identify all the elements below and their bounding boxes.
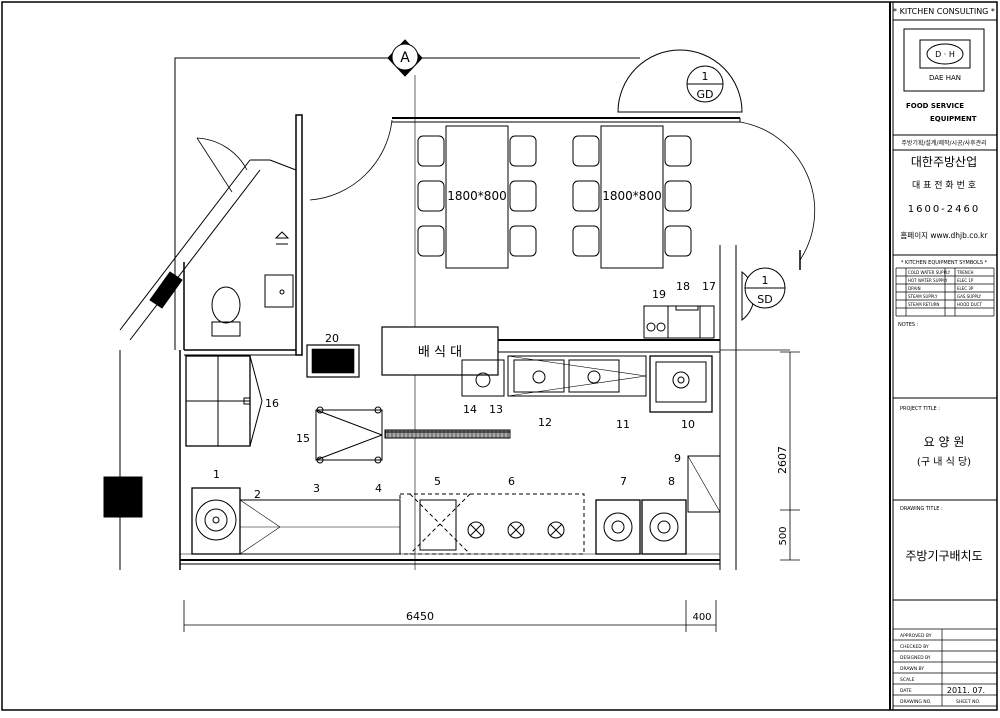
services-text: 주방기획/설계/제작/시공/사후관리 [901, 139, 986, 147]
symbol-table: COLD WATER SUPPLY TRENCH HOT WATER SUPPL… [895, 267, 995, 317]
item-num-20: 20 [325, 332, 339, 345]
item-num-9: 9 [674, 452, 681, 465]
section-marker-a: A [387, 39, 423, 77]
row-approved: APPROVED BY [900, 633, 932, 639]
item-14-sink [461, 359, 505, 397]
row-drawn: DRAWN BY [900, 666, 924, 672]
item-20-grate [306, 344, 360, 378]
logo-name: DAE HAN [929, 74, 961, 82]
title-header: * KITCHEN CONSULTING * [893, 7, 995, 16]
symbol-left-3: DRAIN [908, 286, 921, 291]
item-num-11: 11 [616, 418, 630, 431]
info-rows: APPROVED BY CHECKED BY DESIGNED BY DRAWN… [893, 628, 997, 707]
serving-counter-label: 배 식 대 [418, 345, 462, 360]
item-16-refrigerator [185, 355, 263, 447]
item-15-cart [315, 406, 383, 464]
row-date: DATE [900, 688, 912, 694]
dim-vertical: 2607 [776, 446, 789, 474]
dimension-lines: 6450 400 2607 500 [183, 351, 800, 632]
phone-number: 1600-2460 [908, 204, 981, 215]
date-value: 2011. 07. [947, 686, 985, 695]
symbol-left-1: COLD WATER SUPPLY [908, 270, 951, 275]
item-num-15: 15 [296, 432, 310, 445]
item-num-17: 17 [702, 280, 716, 293]
item-numbers: 1 2 3 4 5 6 7 8 9 10 11 12 13 14 15 16 1… [213, 280, 716, 501]
item-num-6: 6 [508, 475, 515, 488]
item-10-range [649, 355, 713, 413]
drawing-label: DRAWING TITLE : [900, 506, 943, 512]
sd-label: SD [757, 293, 772, 306]
gd-label: GD [697, 88, 714, 101]
section-tag: A [400, 50, 410, 66]
project-name: 요 양 원 [924, 435, 965, 449]
item-num-19: 19 [652, 288, 666, 301]
item-num-1: 1 [213, 468, 220, 481]
project-sub: (구 내 식 당) [917, 456, 971, 468]
item-12-11-double-sink [507, 355, 647, 397]
item-num-5: 5 [434, 475, 441, 488]
bottom-equipment-line [180, 487, 720, 565]
symbol-right-2: ELEC 1P [957, 278, 974, 283]
dining-table-left: 1800*800 [417, 125, 537, 269]
logo-line2: EQUIPMENT [930, 115, 977, 123]
symbol-left-2: HOT WATER SUPPLY [908, 278, 948, 283]
phone-label: 대 표 전 화 번 호 [912, 180, 976, 191]
dim-vertical-small: 500 [778, 526, 789, 545]
row-checked: CHECKED BY [900, 644, 929, 650]
dim-total-width: 6450 [406, 610, 434, 623]
logo-letters: D · H [935, 50, 955, 59]
sheet-no: SHEET NO. [956, 699, 980, 705]
symbol-right-5: HOOD DUCT [957, 302, 982, 307]
table-right-label: 1800*800 [602, 189, 661, 203]
gd-number: 1 [702, 70, 709, 83]
item-num-2: 2 [254, 488, 261, 501]
item-num-10: 10 [681, 418, 695, 431]
sd-number: 1 [762, 274, 769, 287]
item-num-3: 3 [313, 482, 320, 495]
item-9-unit [687, 455, 721, 513]
sd-marker: 1 SD [741, 267, 786, 322]
row-scale: SCALE [900, 677, 915, 683]
symbol-right-4: GAS SUPPLY [957, 294, 982, 299]
symbol-left-4: STEAM SUPPLY [908, 294, 938, 299]
item-num-18: 18 [676, 280, 690, 293]
drawing-name: 주방기구배치도 [905, 549, 982, 563]
dining-table-right: 1800*800 [572, 125, 692, 269]
dim-side: 400 [692, 612, 711, 623]
row-designed: DESIGNED BY [900, 655, 931, 661]
project-label: PROJECT TITLE : [900, 406, 940, 412]
item-num-12: 12 [538, 416, 552, 429]
floor-plan: A 1 GD 1800*800 [103, 39, 816, 632]
symbol-left-5: STEAM RETURN [908, 302, 939, 307]
item-num-7: 7 [620, 475, 627, 488]
gd-marker: 1 GD [617, 49, 743, 113]
row-drawing-no: DRAWING NO. [900, 699, 931, 705]
item-num-16: 16 [265, 397, 279, 410]
item-num-13: 13 [489, 403, 503, 416]
homepage-text: 홈페이지 www.dhjb.co.kr [900, 230, 988, 240]
item-17-18-19 [643, 305, 715, 339]
item-num-14: 14 [463, 403, 477, 416]
symbol-right-1: TRENCH [956, 270, 974, 275]
title-block: * KITCHEN CONSULTING * D · H DAE HAN FOO… [893, 7, 997, 707]
symbol-right-3: ELEC 3P [957, 286, 974, 291]
item-num-4: 4 [375, 482, 382, 495]
notes-label: NOTES : [898, 322, 919, 328]
logo-line1: FOOD SERVICE [906, 102, 964, 110]
item-num-8: 8 [668, 475, 675, 488]
table-left-label: 1800*800 [447, 189, 506, 203]
company-name: 대한주방산업 [911, 155, 977, 169]
symbol-header: * KITCHEN EQUIPMENT SYMBOLS * [901, 260, 988, 266]
